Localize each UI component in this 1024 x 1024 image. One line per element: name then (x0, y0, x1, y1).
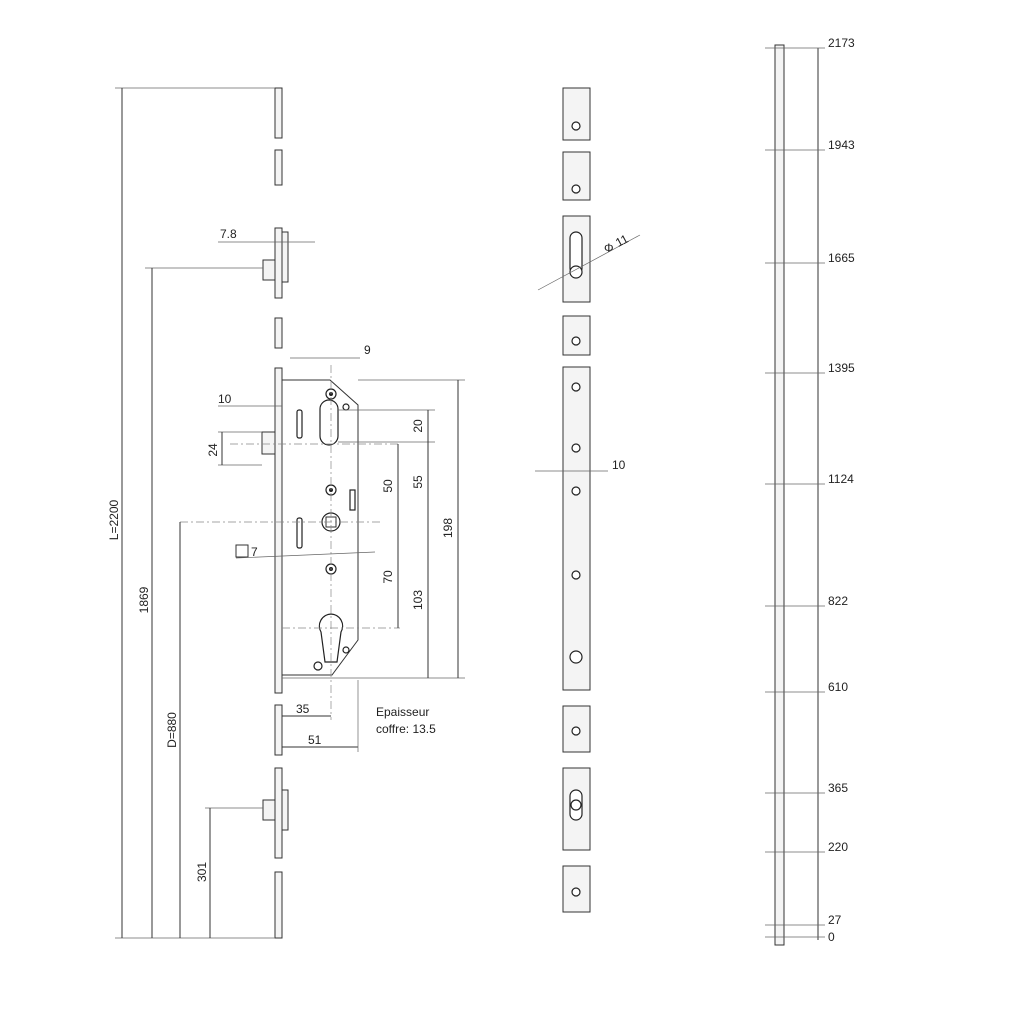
dim-301-label: 301 (195, 862, 209, 882)
bolt-slot (319, 399, 339, 446)
level-label: 0 (828, 930, 835, 944)
rod-strip (774, 44, 785, 946)
dim-50-label: 50 (381, 479, 395, 493)
level-label: 822 (828, 594, 848, 608)
right-view: 2173 1943 1665 1395 1124 822 610 365 220 27 0 (765, 36, 855, 946)
dim-24-label: 24 (206, 443, 220, 457)
level-label: 2173 (828, 36, 855, 50)
dim-20-label: 20 (411, 419, 425, 433)
level-label: 365 (828, 781, 848, 795)
dim-9-label: 9 (364, 343, 371, 357)
latch (261, 431, 276, 455)
level-label: 220 (828, 840, 848, 854)
note-line-2: coffre: 13.5 (376, 722, 436, 736)
upper-bolt (262, 259, 276, 281)
lock-case (282, 379, 359, 676)
level-label: 610 (828, 680, 848, 694)
diameter-symbol-icon: Φ (604, 241, 614, 255)
dim-7-8-label: 7.8 (220, 227, 237, 241)
faceplate (274, 87, 283, 939)
note-line-1: Epaisseur (376, 705, 429, 719)
level-label: 1943 (828, 138, 855, 152)
lower-bolt (262, 799, 276, 821)
diameter-11-label: 11 (613, 231, 631, 249)
middle-view: Φ 11 10 (535, 87, 641, 913)
dim-10-label: 10 (218, 392, 232, 406)
dim-1869-label: 1869 (137, 586, 151, 613)
dim-103-label: 103 (411, 590, 425, 610)
left-view: L=2200 1869 D=880 301 7.8 9 10 24 20 55 … (107, 87, 465, 939)
level-label: 1395 (828, 361, 855, 375)
square-spindle-icon (235, 544, 249, 558)
level-label: 1124 (828, 472, 854, 486)
level-label: 27 (828, 913, 842, 927)
square-7-label: 7 (251, 545, 258, 559)
dim-10-middle-label: 10 (612, 458, 626, 472)
level-label: 1665 (828, 251, 855, 265)
backset-height-label: D=880 (165, 712, 179, 748)
dim-55-label: 55 (411, 475, 425, 489)
middle-holes (569, 121, 583, 897)
dim-198-label: 198 (441, 518, 455, 538)
dim-70-label: 70 (381, 570, 395, 584)
total-length-label: L=2200 (107, 499, 121, 540)
dim-35-label: 35 (296, 702, 310, 716)
dim-51-label: 51 (308, 733, 322, 747)
